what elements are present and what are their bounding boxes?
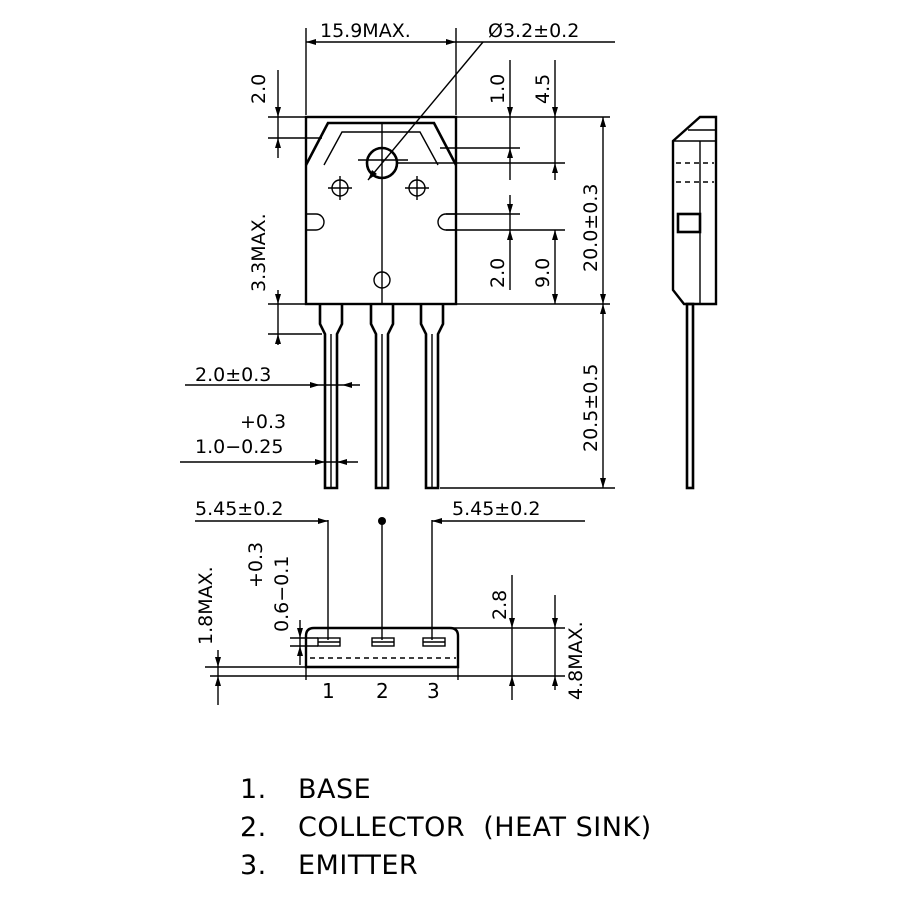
dim-slot-2-0: 2.0 <box>487 258 509 288</box>
pin-number-2: 2 <box>376 679 389 703</box>
dim-2-8: 2.8 <box>489 590 511 620</box>
dim-pitch-right: 5.45±0.2 <box>452 498 540 520</box>
dim-3-3-max: 3.3MAX. <box>248 213 270 292</box>
dim-pitch-left: 5.45±0.2 <box>195 498 283 520</box>
locator-circle-right <box>405 176 429 200</box>
front-view <box>180 28 615 490</box>
legend-number: 3. <box>240 849 267 881</box>
legend-item-emitter: 3. EMITTER <box>240 846 800 884</box>
legend-number: 2. <box>240 811 267 843</box>
lead-1 <box>318 304 344 490</box>
legend-item-base: 1. BASE <box>240 770 800 808</box>
legend-item-collector: 2. COLLECTOR (HEAT SINK) <box>240 808 800 846</box>
dim-lead-length: 20.5±0.5 <box>580 364 602 452</box>
dim-top-4-5: 4.5 <box>532 74 554 104</box>
legend-label: EMITTER <box>298 849 419 881</box>
top-bevel <box>304 121 458 166</box>
pin-number-3: 3 <box>427 679 440 703</box>
lead-2 <box>369 304 395 490</box>
slot-left <box>306 213 325 231</box>
dim-slot-9-0: 9.0 <box>532 258 554 288</box>
dim-thickness-tol: +0.3 <box>245 542 267 588</box>
dim-top-1-0: 1.0 <box>487 74 509 104</box>
lower-hole <box>373 271 391 289</box>
dim-height: 20.0±0.3 <box>580 184 602 272</box>
dim-width-max: 15.9MAX. <box>320 20 411 42</box>
dim-top-2-0: 2.0 <box>248 74 270 104</box>
locator-circle-left <box>328 176 352 200</box>
side-view <box>671 115 718 490</box>
side-body <box>671 115 718 306</box>
dim-lead-width-2: 1.0−0.25 <box>195 436 283 458</box>
lead-3 <box>419 304 445 490</box>
package-body <box>304 115 458 306</box>
side-lead <box>685 302 695 490</box>
dim-hole-diameter: Ø3.2±0.2 <box>488 20 579 42</box>
package-outline-drawing: 15.9MAX. Ø3.2±0.2 2.0 1.0 4.5 20.0±0.3 2… <box>180 20 718 705</box>
pin-legend: 1. BASE 2. COLLECTOR (HEAT SINK) 3. EMIT… <box>240 770 800 884</box>
pin-number-1: 1 <box>322 679 335 703</box>
dim-lead-width-2-tol: +0.3 <box>240 411 286 433</box>
mounting-hole <box>365 146 399 180</box>
slot-right <box>437 213 456 231</box>
legend-label: BASE <box>298 773 372 805</box>
end-view <box>195 517 585 705</box>
dim-4-8-max: 4.8MAX. <box>565 621 587 700</box>
top-bevel-inner <box>323 131 439 166</box>
legend-label: COLLECTOR (HEAT SINK) <box>298 811 652 843</box>
dim-1-8-max: 1.8MAX. <box>195 566 217 645</box>
legend-number: 1. <box>240 773 267 805</box>
dim-lead-width-1: 2.0±0.3 <box>195 364 271 386</box>
dim-thickness: 0.6−0.1 <box>271 556 293 632</box>
